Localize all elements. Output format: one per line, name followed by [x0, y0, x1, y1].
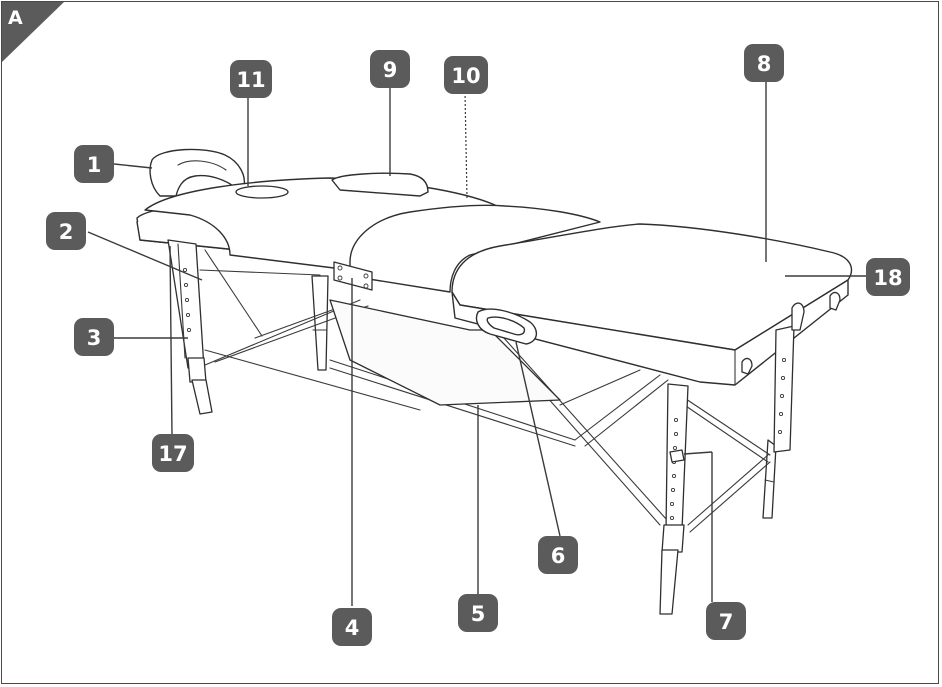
front-right-leg [659, 383, 689, 615]
rear-right-leg-upper [741, 291, 841, 453]
callout-1: 1 [74, 145, 114, 183]
callout-10-label: 10 [451, 64, 480, 88]
front-left-leg [167, 239, 213, 415]
callout-7-label: 7 [719, 610, 734, 634]
callout-11-label: 11 [236, 68, 265, 92]
callout-9: 9 [370, 50, 410, 88]
callout-4-label: 4 [345, 616, 360, 640]
callout-4: 4 [332, 608, 372, 646]
callout-6-label: 6 [551, 544, 566, 568]
callout-3: 3 [74, 318, 114, 356]
callout-17-label: 17 [158, 442, 187, 466]
face-cradle [149, 148, 246, 197]
callout-1-label: 1 [87, 153, 102, 177]
callout-8-label: 8 [757, 52, 772, 76]
callout-2-label: 2 [59, 220, 74, 244]
leader-lines [87, 82, 866, 606]
armrest [331, 172, 429, 197]
corner-tab: A [2, 2, 64, 62]
callout-17: 17 [152, 434, 194, 472]
bottom-shelf [329, 299, 561, 406]
height-adjustment-knob [669, 449, 685, 463]
callout-5-label: 5 [471, 602, 486, 626]
callout-badges: 1 2 3 4 5 6 7 [46, 44, 910, 646]
callout-9-label: 9 [383, 58, 398, 82]
face-hole [235, 185, 289, 199]
callout-5: 5 [458, 594, 498, 632]
callout-7: 7 [706, 602, 746, 640]
middle-section [349, 204, 601, 293]
back-right-leg [762, 439, 777, 519]
hinge-plate [333, 261, 373, 291]
callout-6: 6 [538, 536, 578, 574]
callout-18: 18 [866, 258, 910, 296]
corner-label: A [8, 7, 23, 29]
callout-18-label: 18 [873, 266, 902, 290]
carry-handle [475, 308, 537, 345]
callout-2: 2 [46, 212, 86, 250]
table-illustration [136, 148, 853, 615]
head-section [144, 177, 496, 271]
callout-10: 10 [444, 56, 488, 94]
callout-3-label: 3 [87, 326, 102, 350]
callout-11: 11 [230, 60, 272, 98]
callout-8: 8 [744, 44, 784, 82]
